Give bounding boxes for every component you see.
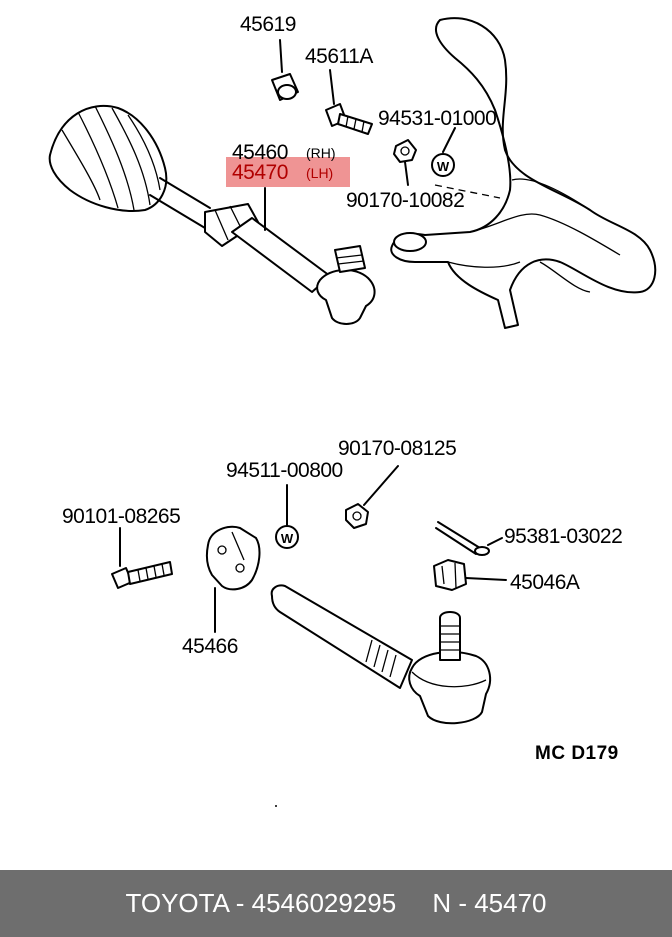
washer-94531: W: [431, 127, 456, 177]
label-90170-10082: 90170-10082: [346, 189, 465, 212]
stray-dot: [275, 805, 277, 807]
steering-knuckle: [390, 17, 657, 329]
parts-diagram: W W: [48, 17, 657, 807]
label-45470-side: (LH): [306, 165, 334, 181]
part-highlight: [226, 157, 350, 187]
nut-90170-10082: [393, 139, 417, 186]
svg-text:W: W: [281, 531, 294, 546]
cotter-pin-95381: [435, 521, 503, 556]
label-90170-08125: 90170-08125: [338, 437, 457, 460]
label-95381-03022: 95381-03022: [504, 525, 623, 548]
footer-text: TOYOTA - 4546029295 N - 45470: [125, 888, 547, 918]
washer-94511: W: [275, 484, 299, 549]
label-90101-08265: 90101-08265: [62, 505, 181, 528]
label-45619: 45619: [240, 13, 296, 36]
clamp-45466: [205, 525, 261, 633]
rack-boot: [48, 104, 168, 212]
bolt-90101: [111, 527, 173, 589]
tie-rod-end-45046: [270, 584, 492, 725]
footer-bar: TOYOTA - 4546029295 N - 45470: [0, 870, 672, 937]
tie-rod-upper: [149, 177, 376, 325]
label-94531-01000: 94531-01000: [378, 107, 497, 130]
label-45460: 45460: [232, 141, 288, 164]
label-45466: 45466: [182, 635, 238, 658]
label-45470: 45470: [232, 161, 288, 184]
label-45611a: 45611A: [305, 45, 373, 68]
cap-45619: [271, 39, 299, 101]
castle-nut-45046a: [433, 559, 507, 591]
label-45460-side: (RH): [306, 145, 336, 161]
label-94511-00800: 94511-00800: [226, 459, 343, 482]
bolt-45611a: [325, 69, 373, 135]
diagram-code: MC D179: [535, 743, 619, 764]
svg-text:W: W: [437, 159, 450, 174]
label-45046a: 45046A: [510, 571, 580, 594]
nut-90170-08125: [345, 465, 399, 529]
